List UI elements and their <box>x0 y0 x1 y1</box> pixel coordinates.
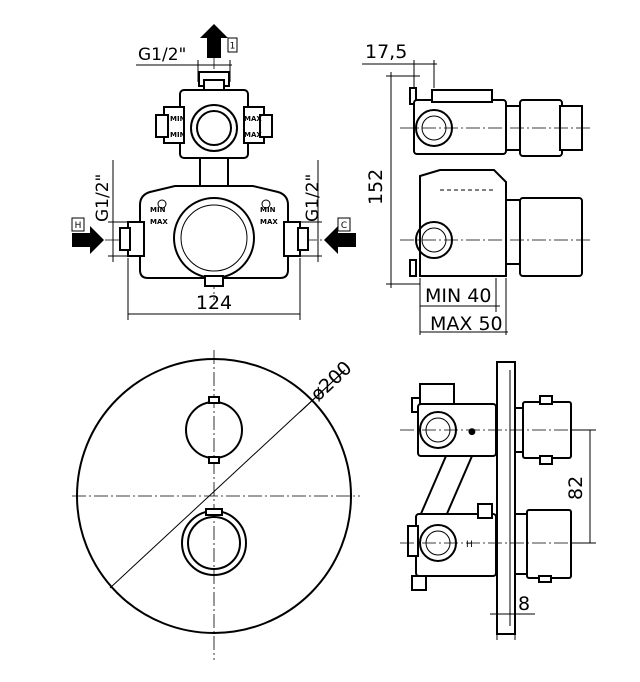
front-view-valve-body: 1 G1/2" MIN MAX MIN MAX MIN <box>71 24 356 320</box>
cover-plate <box>76 358 352 634</box>
outlet-tag: 1 <box>230 42 236 52</box>
diverter-body <box>179 89 249 159</box>
depth-top-dimension: 17,5 <box>365 41 407 63</box>
cold-tag: C <box>341 221 347 231</box>
wall-plate <box>496 361 516 635</box>
spacing-dimension: 82 <box>565 476 587 500</box>
diameter-dimension: ø200 <box>306 357 356 406</box>
width-dimension: 124 <box>196 292 232 314</box>
diverter-max-label: MAX <box>244 115 262 123</box>
diverter-max-label-2: MAX <box>244 131 262 139</box>
side-view-installed: ● H 82 8 <box>400 361 596 640</box>
side-view-valve-body: 17,5 152 MIN 40 MA <box>362 41 590 335</box>
hot-mark: H <box>466 540 473 550</box>
diverter-min-label: MIN <box>170 115 186 123</box>
min-depth-dimension: MIN 40 <box>425 285 491 307</box>
diverter-mark: ● <box>468 427 476 437</box>
thread-top-label: G1/2" <box>138 45 186 65</box>
mixer-min-label-2: MIN <box>260 206 276 214</box>
thread-right-label: G1/2" <box>303 174 323 222</box>
height-dimension: 152 <box>365 169 387 205</box>
diverter-min-label-2: MIN <box>170 131 186 139</box>
outlet-tag-box <box>227 37 238 53</box>
hot-tag: H <box>75 221 82 231</box>
front-plate-view: ø200 <box>72 350 360 660</box>
mixer-max-label: MAX <box>150 218 168 226</box>
mixer-max-label-2: MAX <box>260 218 278 226</box>
mixer-min-label: MIN <box>150 206 166 214</box>
plate-thickness-dimension: 8 <box>518 593 530 615</box>
cold-inlet-arrow-icon <box>324 226 356 254</box>
thread-left-label: G1/2" <box>93 174 113 222</box>
outlet-arrow-icon <box>200 24 228 58</box>
cold-tag-box <box>337 217 351 232</box>
hot-inlet-arrow-icon <box>72 226 104 254</box>
max-depth-dimension: MAX 50 <box>430 313 503 335</box>
hot-tag-box <box>71 217 85 232</box>
